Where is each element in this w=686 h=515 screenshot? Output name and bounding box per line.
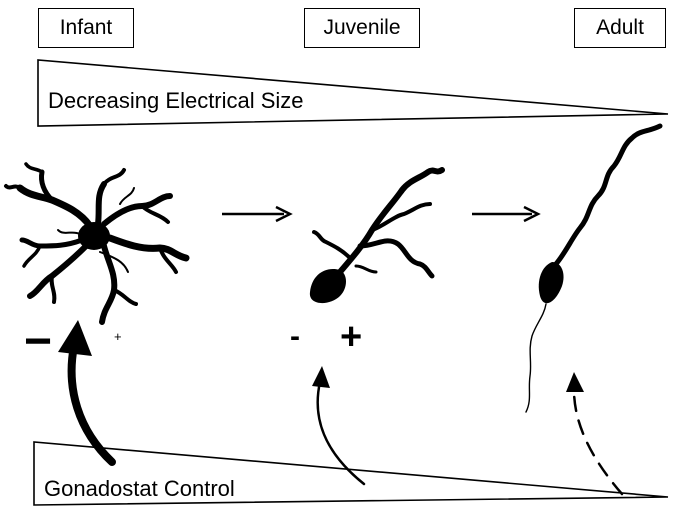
stage-adult-label: Adult — [596, 16, 644, 39]
infant-plus-sign: + — [114, 329, 122, 344]
electrical-size-wedge — [37, 59, 669, 127]
neuron-adult-icon — [525, 123, 663, 413]
juvenile-minus-sign: - — [290, 320, 300, 353]
infant-minus-sign: − — [24, 315, 53, 368]
stage-infant-box: Infant — [38, 8, 134, 48]
stage-adult-box: Adult — [574, 8, 666, 48]
progression-arrow-icon — [222, 205, 293, 223]
gonadostat-arrow-adult — [566, 372, 624, 496]
neuron-juvenile-icon — [309, 167, 445, 304]
electrical-size-label: Decreasing Electrical Size — [48, 88, 304, 113]
juvenile-plus-sign: + — [340, 316, 363, 358]
stage-infant-label: Infant — [59, 16, 113, 39]
progression-arrow-icon — [472, 205, 541, 223]
gonadostat-arrow-infant — [58, 320, 116, 466]
neuron-infant-icon — [4, 162, 190, 325]
gonadostat-arrow-juvenile — [312, 366, 366, 486]
gonadostat-label: Gonadostat Control — [44, 476, 235, 501]
stage-juvenile-label: Juvenile — [323, 16, 401, 39]
stage-juvenile-box: Juvenile — [304, 8, 420, 48]
